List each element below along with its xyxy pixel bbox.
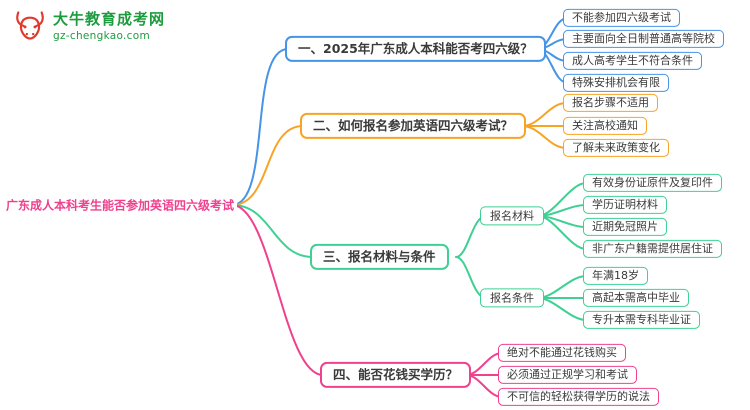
branch1-child4-node: 特殊安排机会有限 (563, 73, 669, 93)
branch3-edges (231, 182, 587, 321)
materials-child1-node: 有效身份证原件及复印件 (583, 173, 722, 193)
bull-icon (16, 11, 44, 40)
branch4-child2-node: 必须通过正规学习和考试 (498, 365, 637, 385)
edge-branch2-child3 (521, 125, 567, 149)
branch1-child2-node: 主要面向全日制普通高等院校 (563, 29, 724, 49)
branch4-child3-node: 不可信的轻松获得学历的说法 (498, 387, 659, 407)
conditions-child2-node: 高起本需高中毕业 (583, 288, 689, 308)
conditions-child1-node: 年满18岁 (583, 266, 648, 286)
branch1-child1-node: 不能参加四六级考试 (563, 8, 680, 28)
branch2-child3-node: 了解未来政策变化 (563, 138, 669, 158)
branch2-edges (231, 102, 567, 206)
branch2-title-node: 二、如何报名参加英语四六级考试？ (300, 112, 527, 140)
branch4-child1-node: 绝对不能通过花钱购买 (498, 343, 626, 363)
edge-root-branch2 (231, 125, 304, 206)
branch2-child2-node: 关注高校通知 (563, 116, 647, 136)
edge-conditions-child3 (537, 297, 587, 321)
site-url: gz-chengkao.com (53, 30, 151, 42)
conditions-group-node: 报名条件 (480, 288, 544, 308)
branch3-title-node: 三、报名材料与条件 (310, 243, 449, 271)
materials-child3-node: 近期免冠照片 (583, 217, 667, 237)
edge-root-branch3 (231, 204, 314, 258)
materials-group-node: 报名材料 (480, 206, 544, 226)
edge-branch4-child1 (465, 352, 503, 376)
edge-branch4-child3 (465, 374, 503, 398)
branch1-child3-node: 成人高考学生不符合条件 (563, 51, 702, 71)
root-topic: 广东成人本科考生能否参加英语四六级考试 (6, 194, 238, 216)
edge-root-branch1 (231, 48, 289, 206)
materials-child4-node: 非广东户籍需提供居住证 (583, 239, 722, 259)
conditions-child3-node: 专升本需专科毕业证 (583, 310, 700, 330)
branch4-title-node: 四、能否花钱买学历？ (320, 361, 472, 389)
branch2-child1-node: 报名步骤不适用 (563, 93, 658, 113)
site-name: 大牛教育成考网 (53, 10, 166, 28)
materials-child2-node: 学历证明材料 (583, 195, 667, 215)
edge-root-branch4 (231, 204, 324, 376)
edge-conditions-child1 (537, 275, 587, 299)
edge-materials-child2 (537, 204, 587, 217)
site-logo: 大牛教育成考网 gz-chengkao.com (12, 8, 165, 44)
edge-branch2-child1 (521, 102, 567, 127)
branch1-title-node: 一、2025年广东成人本科能否考四六级？ (285, 35, 546, 63)
logo-text: 大牛教育成考网 gz-chengkao.com (53, 10, 165, 42)
